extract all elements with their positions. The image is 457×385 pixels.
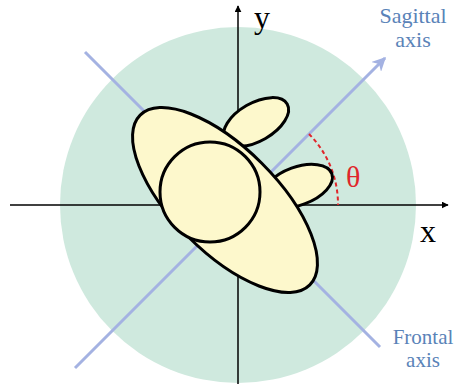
axis-name: Sagittal axis — [372, 4, 454, 52]
axis-label: y — [254, 0, 270, 35]
axis-label: x — [420, 214, 436, 249]
axis-name: Frontal axis — [392, 326, 454, 372]
sagittal-axis-line — [75, 58, 385, 368]
frontal-axis-line — [85, 52, 380, 347]
body-ellipse — [103, 78, 346, 321]
head-circle — [160, 142, 260, 242]
angle-symbol: θ — [346, 160, 360, 193]
